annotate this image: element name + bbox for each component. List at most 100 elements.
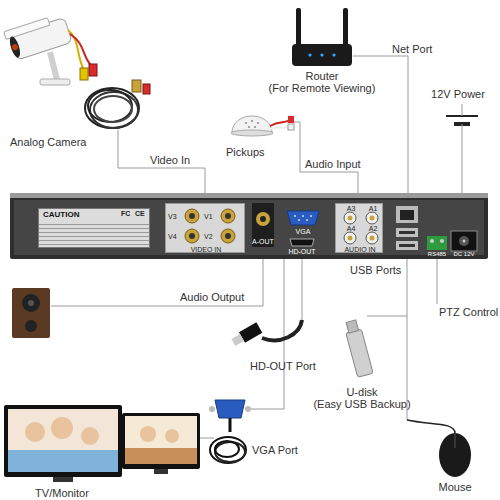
port-label: A4 (347, 225, 356, 232)
mouse-illustration (407, 420, 455, 433)
hdmi-cable (262, 320, 302, 340)
video-in-connectors (185, 229, 199, 243)
vga-cable (215, 400, 245, 418)
speaker-illustration (25, 320, 37, 332)
vga-port (294, 215, 296, 217)
vga-port (310, 215, 312, 217)
router-illustration (308, 53, 311, 56)
port-label: A-OUT (252, 238, 274, 246)
monitor-illustration (53, 477, 73, 482)
dvr-chassis (10, 193, 488, 259)
usb-stick (346, 329, 373, 378)
vga-cable (209, 400, 251, 463)
mouse-illustration (407, 420, 471, 477)
hdmi-cable (230, 322, 262, 347)
pickup-microphone (254, 126, 256, 128)
audio-in-connectors (348, 216, 353, 221)
camera-illustration (4, 13, 97, 85)
vga-cable (245, 406, 251, 412)
camera-illustration (40, 79, 70, 85)
audio-out-port (252, 203, 274, 247)
hdmi-cable (231, 334, 244, 346)
pickup-microphone (231, 116, 294, 136)
camera-illustration (8, 35, 22, 58)
dc-power-jack (459, 236, 469, 246)
leader-lines (200, 438, 214, 439)
port-label: VGA (296, 228, 311, 236)
pickup-microphone (270, 120, 290, 126)
device-label: TV/Monitor (35, 487, 89, 500)
audio-in-connectors (348, 236, 353, 241)
connection-label: Video In (150, 154, 190, 167)
monitor-illustration (125, 416, 197, 464)
video-in-connectors (165, 203, 245, 253)
usb-ports (399, 244, 415, 247)
monitor-illustration (8, 450, 118, 472)
connection-label: USB Ports (350, 264, 401, 277)
video-in-connectors (225, 233, 231, 239)
network-port (396, 206, 418, 223)
camera-illustration (4, 13, 73, 62)
vga-port (287, 211, 319, 225)
connection-label: 12V Power (431, 88, 485, 101)
cable-coil (94, 96, 132, 122)
router-illustration (296, 8, 301, 46)
connection-label: VGA Port (252, 444, 298, 457)
speaker-illustration (22, 294, 40, 312)
audio-in-connectors (370, 236, 375, 241)
device-note: (Easy USB Backup) (313, 398, 410, 411)
port-label: A3 (347, 205, 356, 212)
port-label: HD-OUT (288, 248, 315, 256)
mouse-illustration (439, 433, 471, 477)
connection-label: HD-OUT Port (250, 360, 316, 373)
router-illustration (292, 8, 352, 66)
audio-out-port (252, 203, 274, 247)
device-label: U-disk (346, 386, 377, 399)
vga-cable (210, 437, 246, 463)
certification-mark: CE (135, 210, 145, 218)
audio-in-connectors (344, 232, 356, 244)
port-label: RS485 (428, 251, 446, 258)
port-label: V2 (204, 233, 213, 240)
panel-title: VIDEO IN (191, 246, 222, 253)
dc-power-jack (451, 231, 477, 251)
pickup-microphone (231, 130, 273, 136)
port-label: DC 12V (453, 251, 474, 258)
cable-coil (85, 80, 150, 128)
hdmi-port (290, 239, 314, 246)
video-in-connectors (185, 209, 199, 223)
video-in-connectors (189, 233, 195, 239)
monitor-illustration (25, 422, 45, 442)
monitor-illustration (51, 417, 73, 439)
vga-port (298, 219, 300, 221)
audio-out-port (260, 216, 266, 222)
certification-mark: FC (121, 210, 130, 218)
vga-cable (215, 441, 239, 457)
speaker-illustration (12, 288, 50, 338)
device-label: Pickups (226, 146, 265, 159)
video-in-connectors (221, 209, 235, 223)
camera-illustration (80, 68, 88, 80)
network-port (400, 210, 414, 220)
hdmi-cable (230, 320, 302, 348)
audio-in-panel: A3 A1A4 A2AUDIO IN (335, 203, 383, 253)
cable-coil (88, 90, 132, 122)
connection-label: Audio Input (305, 158, 361, 171)
panel-title: AUDIO IN (344, 246, 375, 253)
audio-in-connectors (366, 212, 378, 224)
port-label: A1 (369, 205, 378, 212)
audio-in-connectors (370, 216, 375, 221)
usb-ports (396, 228, 418, 237)
router-illustration (332, 53, 335, 56)
video-in-connectors (221, 229, 235, 243)
caution-label: CAUTION (38, 208, 150, 248)
mouse-illustration (455, 434, 456, 448)
speaker-illustration (28, 300, 34, 306)
camera-illustration (4, 18, 50, 40)
port-label: A2 (369, 225, 378, 232)
dvr-chassis (10, 193, 488, 259)
pickup-microphone (251, 120, 253, 122)
leader-lines (353, 56, 408, 206)
connection-label: PTZ Control (439, 306, 498, 319)
